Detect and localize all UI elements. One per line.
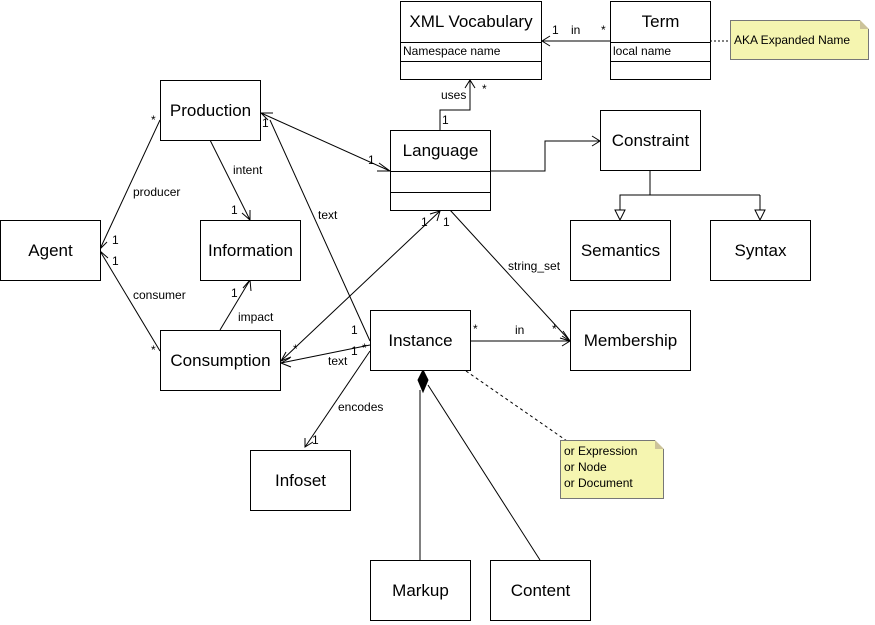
arrowhead-production [259, 112, 273, 121]
class-term-attribute: local name [613, 44, 672, 58]
class-markup-name: Markup [392, 580, 449, 600]
edge-production-agent [99, 119, 161, 250]
class-term-name: Term [641, 12, 680, 31]
class-infoset-name: Infoset [274, 470, 327, 490]
mult-intent-1: 1 [231, 203, 238, 217]
arrowhead-uses [464, 79, 476, 89]
edge-instance-content [427, 384, 541, 561]
arrowhead-infoset [304, 438, 314, 448]
mult-uses-star: * [482, 82, 487, 96]
edge-instance-infoset [304, 350, 371, 448]
edge-instance-note [465, 370, 581, 451]
label-in-vocabulary: in [571, 23, 581, 37]
mult-instance-cons-1b: 1 [351, 344, 358, 358]
class-semantics-name: Semantics [580, 240, 661, 260]
label-producer: producer [133, 185, 181, 199]
class-consumption-name: Consumption [170, 350, 271, 370]
mult-instance-cons-1a: 1 [351, 323, 358, 337]
edge-consumption-information [219, 279, 251, 331]
class-agent-name: Agent [28, 240, 73, 260]
edge-production-information [209, 139, 251, 221]
mult-member-star: * [552, 322, 557, 336]
mult-prod-lang-1: 1 [368, 153, 375, 167]
class-membership-name: Membership [583, 330, 678, 350]
class-content[interactable]: Content [490, 560, 591, 621]
label-text-consumption: text [328, 354, 348, 368]
mult-impact-1: 1 [231, 286, 238, 300]
class-production-name: Production [169, 100, 252, 120]
composition-diamond [417, 368, 429, 394]
mult-uses-1: 1 [442, 113, 449, 127]
label-in-membership: in [515, 323, 525, 337]
label-consumer: consumer [133, 288, 186, 302]
class-information[interactable]: Information [200, 220, 301, 281]
label-intent: intent [233, 163, 263, 177]
class-language[interactable]: Language [390, 130, 491, 211]
label-impact: impact [238, 310, 274, 324]
class-markup[interactable]: Markup [370, 560, 471, 621]
mult-prod-agent-star: * [151, 113, 156, 127]
class-xml-vocabulary-attribute: Namespace name [403, 44, 501, 58]
mult-agent-prod-1: 1 [112, 233, 119, 247]
class-instance-name: Instance [388, 330, 453, 350]
class-term[interactable]: Term local name [610, 1, 711, 80]
arrowhead-agent-bottom [99, 249, 109, 261]
arrowhead-consumption-right [279, 357, 292, 368]
class-infoset[interactable]: Infoset [250, 450, 351, 511]
edge-language-membership [449, 209, 571, 342]
class-constraint-name: Constraint [611, 130, 690, 150]
class-xml-vocabulary-name: XML Vocabulary [409, 12, 533, 31]
class-syntax[interactable]: Syntax [710, 220, 811, 281]
label-string-set: string_set [508, 259, 561, 273]
edge-production-instance [269, 119, 371, 342]
edge-production-language [260, 112, 391, 172]
triangle-semantics [614, 209, 626, 222]
mult-cons-lang-star: * [293, 342, 298, 356]
class-semantics[interactable]: Semantics [570, 220, 671, 281]
edge-language-constraint [490, 140, 600, 172]
class-instance[interactable]: Instance [370, 310, 471, 371]
label-uses: uses [441, 88, 467, 102]
triangle-syntax [754, 209, 766, 222]
class-information-name: Information [207, 240, 294, 260]
note-aka-expanded-name: AKA Expanded Name [730, 20, 869, 60]
class-content-name: Content [510, 580, 571, 600]
mult-instance-member-star: * [473, 322, 478, 336]
note-line-document: or Document [564, 476, 633, 490]
note-instance-kinds: or Expression or Node or Document [560, 440, 664, 499]
mult-vocab-term-1: 1 [552, 23, 559, 37]
mult-prod-instance-1: 1 [262, 116, 269, 130]
mult-infoset-1: 1 [312, 433, 319, 447]
mult-cons-agent-star: * [151, 343, 156, 357]
edge-instance-consumption [280, 344, 371, 364]
edge-consumption-agent [99, 250, 161, 352]
arrowhead-consumption-top [279, 351, 292, 362]
class-consumption[interactable]: Consumption [160, 330, 281, 391]
note-line-expression: or Expression [564, 444, 638, 458]
label-encodes: encodes [338, 400, 384, 414]
edge-constraint-generalization [619, 171, 651, 212]
class-xml-vocabulary[interactable]: XML Vocabulary Namespace name [400, 1, 542, 80]
mult-lang-cons-1: 1 [421, 215, 428, 229]
edge-language-uses-vocabulary [439, 80, 471, 130]
mult-lang-member-1: 1 [443, 215, 450, 229]
class-agent[interactable]: Agent [0, 220, 101, 281]
mult-vocab-term-star: * [601, 23, 606, 37]
arrowhead-vocabulary [541, 35, 551, 47]
note-line-node: or Node [564, 460, 607, 474]
class-syntax-name: Syntax [734, 240, 787, 260]
class-production[interactable]: Production [160, 80, 261, 141]
edge-consumption-language [280, 210, 441, 362]
mult-instance-star: * [362, 341, 367, 355]
arrowhead-language-bottom [429, 210, 441, 222]
class-language-name: Language [402, 141, 479, 160]
class-constraint[interactable]: Constraint [600, 110, 701, 171]
class-membership[interactable]: Membership [570, 310, 691, 371]
mult-agent-cons-1: 1 [112, 254, 119, 268]
arrowhead-language [377, 162, 392, 172]
note-aka-expanded-name-text: AKA Expanded Name [734, 33, 851, 47]
label-text-production: text [318, 208, 338, 222]
